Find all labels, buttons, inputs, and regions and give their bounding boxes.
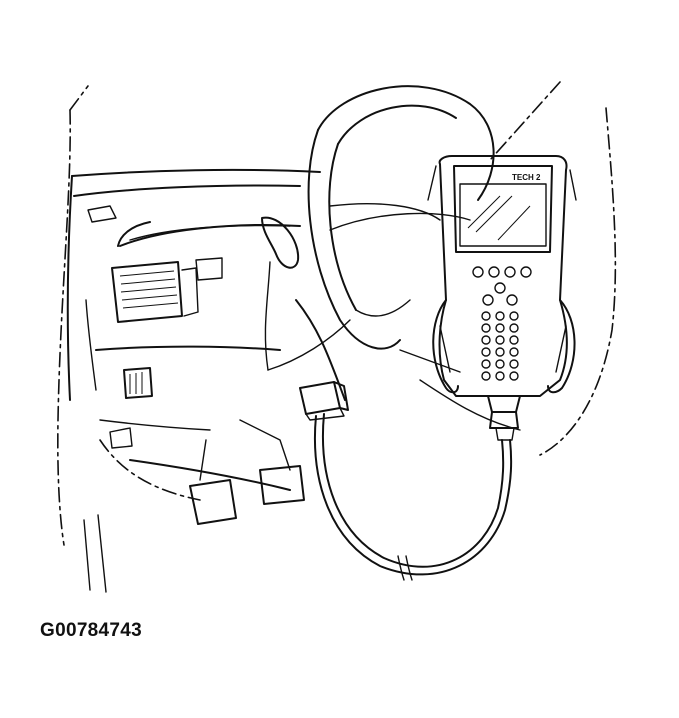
keypad [481, 311, 519, 381]
air-vent [111, 257, 223, 323]
dashboard [66, 168, 321, 491]
figure-code: G00784743 [40, 620, 143, 641]
steering-wheel [307, 85, 495, 350]
tester-cable [314, 413, 513, 581]
tech2-scan-tool: TECH 2 [427, 155, 577, 441]
windshield-outline [57, 81, 617, 546]
pedal-area [83, 349, 521, 593]
device-label: TECH 2 [512, 173, 541, 182]
dlc-connector [299, 381, 349, 421]
dash-switch [123, 367, 153, 399]
